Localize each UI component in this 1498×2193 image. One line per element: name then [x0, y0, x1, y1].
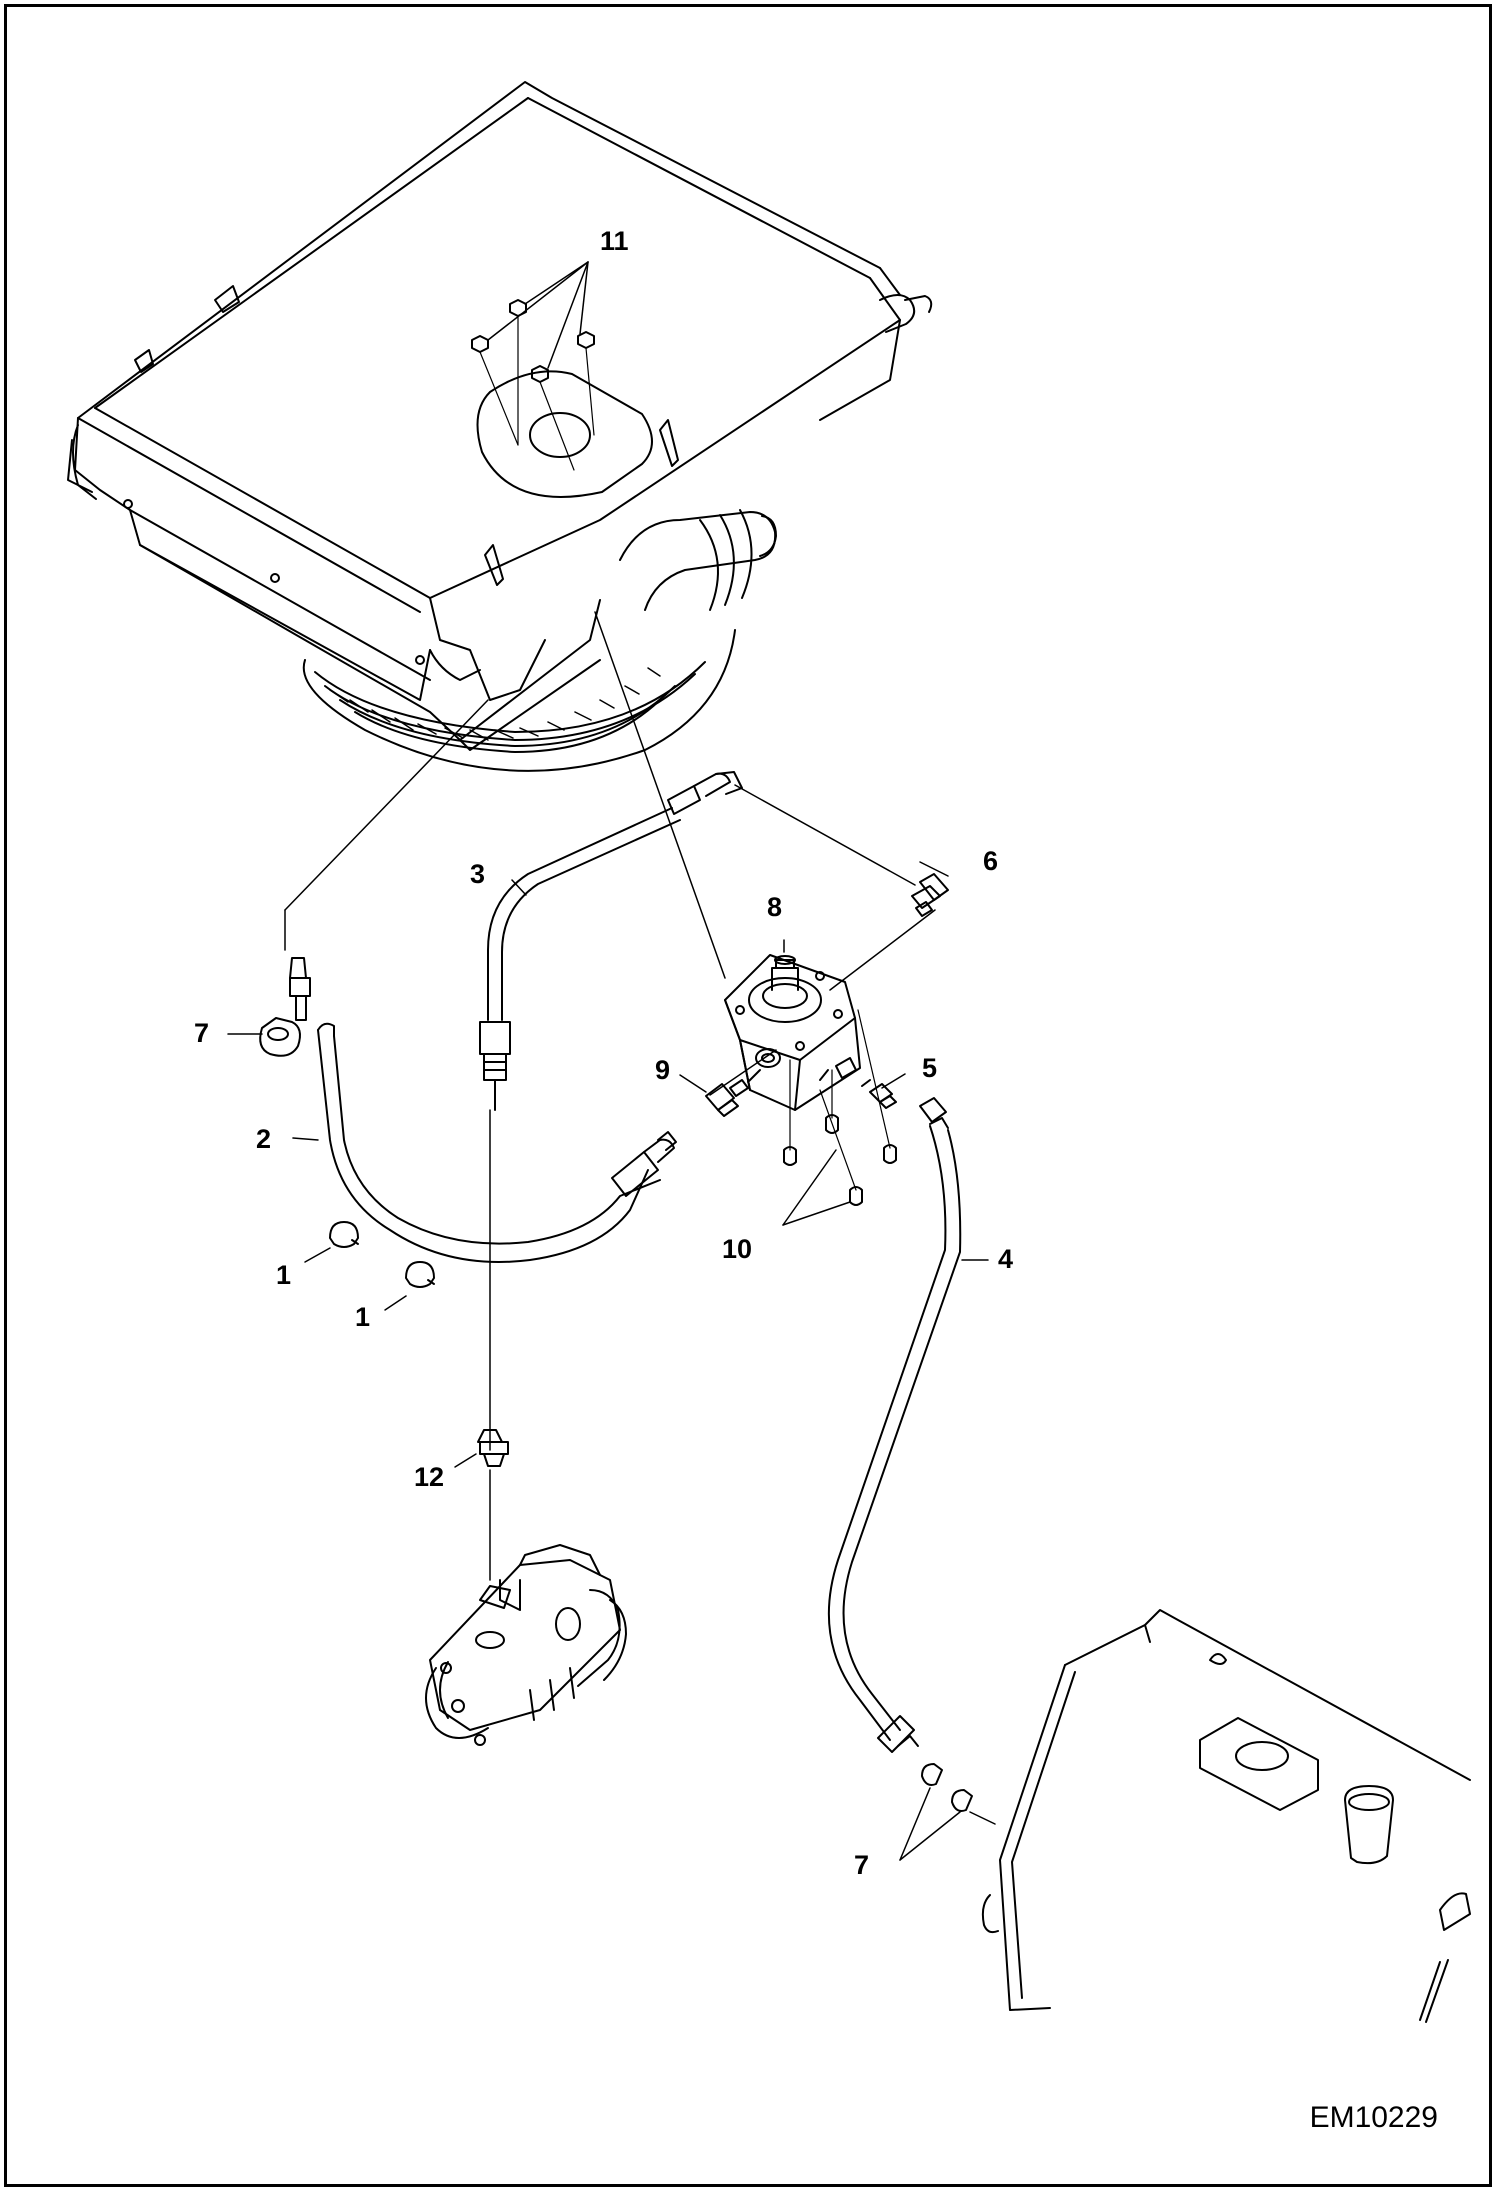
- callout-7-lower: 7: [854, 1850, 870, 1880]
- drawing-frame: [4, 4, 1492, 2187]
- callout-6: 6: [983, 846, 999, 876]
- bolts-10: [782, 1009, 897, 1226]
- fitting-5: [861, 1079, 897, 1109]
- callout-leaders: [227, 861, 989, 1468]
- callout-5: 5: [922, 1053, 938, 1083]
- callout-8: 8: [767, 892, 783, 922]
- callout-1-left: 1: [276, 1260, 292, 1290]
- hose-4: [827, 1097, 962, 1753]
- fitting-9: [705, 1069, 761, 1117]
- callout-9: 9: [655, 1055, 671, 1085]
- valve-block-8: [724, 954, 861, 1111]
- callout-12: 12: [414, 1462, 445, 1492]
- clamps-7-lower: [899, 1763, 996, 1861]
- callout-3: 3: [470, 859, 486, 889]
- fitting-12: [477, 1429, 509, 1467]
- grommets-1: [329, 1221, 435, 1288]
- hose-2: [289, 957, 677, 1263]
- clamp-7-upper: [259, 1017, 301, 1057]
- hose-3: [479, 771, 743, 1111]
- drawing-code: EM10229: [1309, 2101, 1438, 2134]
- callout-11: 11: [600, 226, 629, 256]
- callout-10: 10: [722, 1234, 753, 1264]
- callout-1-right: 1: [355, 1302, 371, 1332]
- fitting-6: [911, 873, 949, 917]
- oil-cooler-assembly: [67, 81, 933, 772]
- hydraulic-tank: [981, 1609, 1471, 2023]
- center-lines: [284, 611, 936, 1581]
- callout-4: 4: [998, 1244, 1014, 1274]
- nuts-11: [471, 261, 595, 471]
- callout-7-upper: 7: [194, 1018, 210, 1048]
- callout-2: 2: [256, 1124, 272, 1154]
- hydraulic-pump: [425, 1544, 627, 1746]
